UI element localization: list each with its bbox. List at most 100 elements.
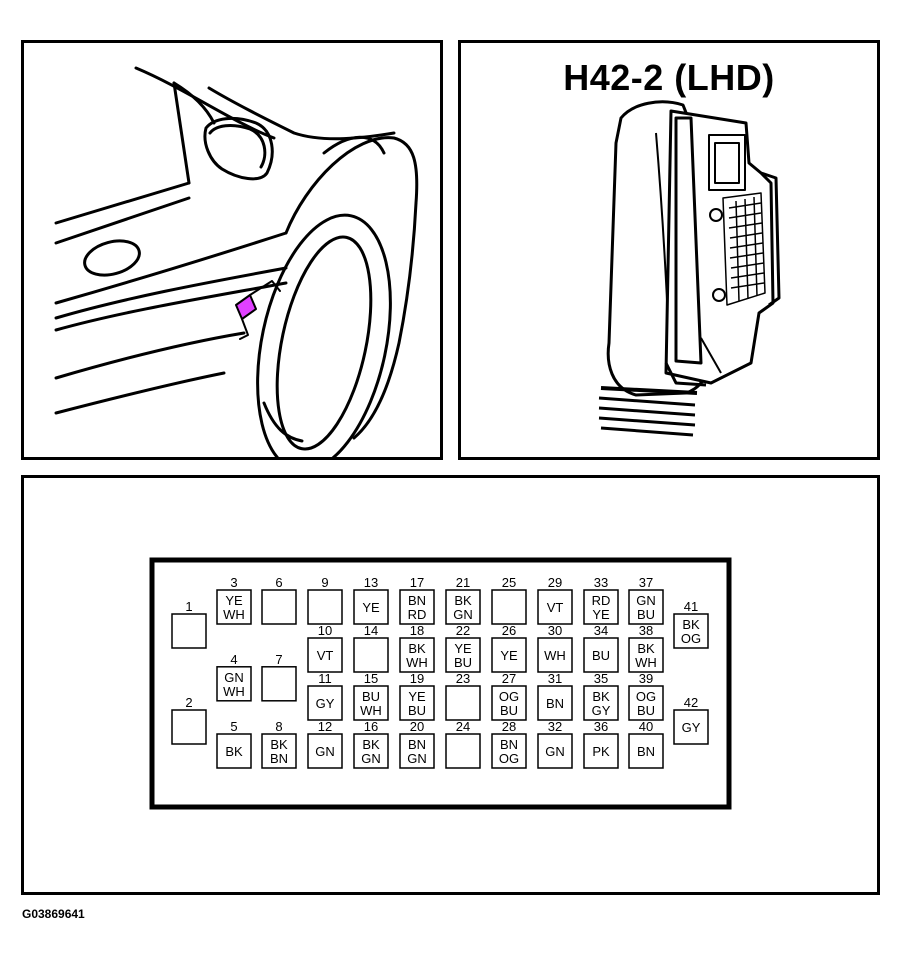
wire-color-primary: BK — [682, 617, 700, 632]
pin-cavity — [261, 666, 297, 702]
pin-cavity — [445, 637, 481, 673]
connector-view-panel: H42-2 (LHD) — [458, 40, 880, 460]
wire-color-primary: GY — [682, 720, 701, 735]
pin-number: 4 — [230, 652, 237, 667]
pin-number: 8 — [275, 719, 282, 734]
pin-25: 25 — [491, 575, 527, 625]
wire-color-primary: YE — [408, 689, 426, 704]
wire-color-primary: BK — [270, 737, 288, 752]
car-side-icon — [54, 66, 419, 457]
pin-7: 7 — [261, 652, 297, 702]
wire-color-stripe: BN — [270, 751, 288, 766]
wire-color-stripe: GY — [592, 703, 611, 718]
pin-cavity — [353, 733, 389, 769]
pin-2: 2 — [171, 695, 207, 745]
pin-number: 1 — [185, 599, 192, 614]
wire-color-primary: YE — [362, 600, 380, 615]
wire-color-stripe: RD — [408, 607, 427, 622]
pin-cavity — [537, 733, 573, 769]
pin-number: 21 — [456, 575, 470, 590]
pin-cavity — [628, 589, 664, 625]
pin-cavity — [537, 685, 573, 721]
wire-color-stripe: BU — [637, 607, 655, 622]
pin-14: 14 — [353, 623, 389, 673]
pin-cavity — [399, 637, 435, 673]
pin-cavity — [537, 637, 573, 673]
wire-color-primary: BK — [225, 744, 243, 759]
wire-color-stripe: YE — [592, 607, 610, 622]
pin-number: 9 — [321, 575, 328, 590]
pin-cavity — [583, 589, 619, 625]
pin-1: 1 — [171, 599, 207, 649]
pin-number: 34 — [594, 623, 608, 638]
wire-color-primary: BU — [592, 648, 610, 663]
pin-cavity — [307, 637, 343, 673]
pin-cavity — [583, 685, 619, 721]
pin-number: 33 — [594, 575, 608, 590]
figure-id: G03869641 — [22, 907, 85, 921]
wire-color-stripe: WH — [223, 684, 245, 699]
connector-title: H42-2 (LHD) — [563, 57, 775, 98]
pin-number: 20 — [410, 719, 424, 734]
pin-cavity — [216, 733, 252, 769]
pin-number: 3 — [230, 575, 237, 590]
pin-cavity — [445, 589, 481, 625]
pin-number: 16 — [364, 719, 378, 734]
pin-number: 25 — [502, 575, 516, 590]
pin-number: 15 — [364, 671, 378, 686]
wire-color-primary: RD — [592, 593, 611, 608]
pin-cavity — [628, 685, 664, 721]
connector-housing-icon — [598, 100, 781, 437]
pin-number: 2 — [185, 695, 192, 710]
pin-cavity — [261, 589, 297, 625]
pin-number: 13 — [364, 575, 378, 590]
wire-color-stripe: WH — [360, 703, 382, 718]
pin-number: 10 — [318, 623, 332, 638]
pin-number: 11 — [318, 671, 332, 686]
pin-cavity — [399, 733, 435, 769]
pin-23: 23 — [445, 671, 481, 721]
pin-cavity — [583, 733, 619, 769]
pin-cavity — [445, 733, 481, 769]
pin-number: 30 — [548, 623, 562, 638]
pinout-diagram: 123YEWH4GNWH5BK678BKBN910VT11GY12GN13YE1… — [149, 557, 732, 810]
pin-number: 41 — [684, 599, 698, 614]
pin-number: 23 — [456, 671, 470, 686]
wire-color-stripe: BU — [408, 703, 426, 718]
pin-number: 42 — [684, 695, 698, 710]
wire-color-primary: VT — [317, 648, 334, 663]
pin-cavity — [673, 709, 709, 745]
wire-color-primary: BN — [408, 593, 426, 608]
pin-cavity — [399, 685, 435, 721]
vehicle-location-panel — [21, 40, 443, 460]
pin-cavity — [491, 733, 527, 769]
pin-number: 6 — [275, 575, 282, 590]
pin-number: 24 — [456, 719, 470, 734]
wire-color-primary: BK — [362, 737, 380, 752]
pin-cavity — [353, 637, 389, 673]
pin-number: 37 — [639, 575, 653, 590]
pin-number: 17 — [410, 575, 424, 590]
wire-color-stripe: WH — [635, 655, 657, 670]
pin-number: 40 — [639, 719, 653, 734]
wire-color-stripe: BU — [637, 703, 655, 718]
wire-color-stripe: OG — [499, 751, 519, 766]
pin-cavity — [216, 666, 252, 702]
wire-color-primary: BK — [592, 689, 610, 704]
pin-5: 5BK — [216, 719, 252, 769]
pin-cavity — [491, 685, 527, 721]
